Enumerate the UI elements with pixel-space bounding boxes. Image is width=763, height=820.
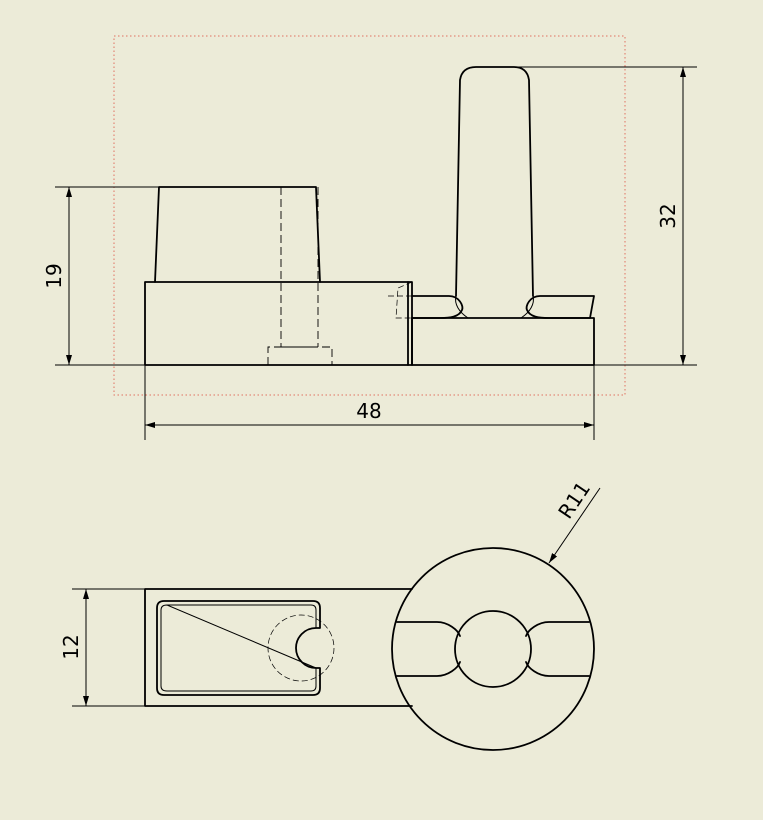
vertical-pin — [455, 66, 534, 297]
hidden-bolt-hole — [267, 187, 333, 365]
tapered-boss — [154, 186, 321, 283]
dimension-width-label: 48 — [356, 399, 381, 423]
arm-band-left — [396, 621, 461, 677]
dimension-depth: 12 — [59, 589, 89, 706]
round-end — [391, 547, 595, 751]
dimension-height-left-label: 19 — [42, 263, 66, 288]
top-view: 12 R11 — [59, 477, 601, 751]
dimension-height-right-label: 32 — [656, 203, 680, 228]
hidden-counterbore — [267, 614, 335, 682]
pocket-inner — [160, 604, 317, 692]
arm-band-right — [525, 621, 590, 677]
dimension-radius-label: R11 — [553, 477, 595, 523]
top-body-outline — [144, 588, 413, 707]
dimension-radius: R11 — [548, 477, 601, 564]
dimension-height-right: 32 — [656, 67, 686, 365]
pocket-outer — [156, 600, 321, 696]
lower-arm — [411, 317, 595, 366]
dimension-height-left: 19 — [42, 187, 72, 365]
dimension-depth-label: 12 — [59, 634, 83, 659]
pin-fillet-right — [520, 295, 534, 319]
front-view-border — [113, 35, 626, 396]
extension-lines — [55, 66, 697, 440]
upper-arm-right — [525, 295, 595, 319]
dimension-width: 48 — [145, 399, 594, 428]
front-view: 48 19 32 — [42, 35, 697, 440]
upper-arm — [411, 295, 464, 319]
base-block — [144, 281, 413, 366]
hidden-slot — [388, 281, 413, 319]
center-boss — [454, 610, 532, 688]
pin-fillet-left — [455, 295, 469, 319]
